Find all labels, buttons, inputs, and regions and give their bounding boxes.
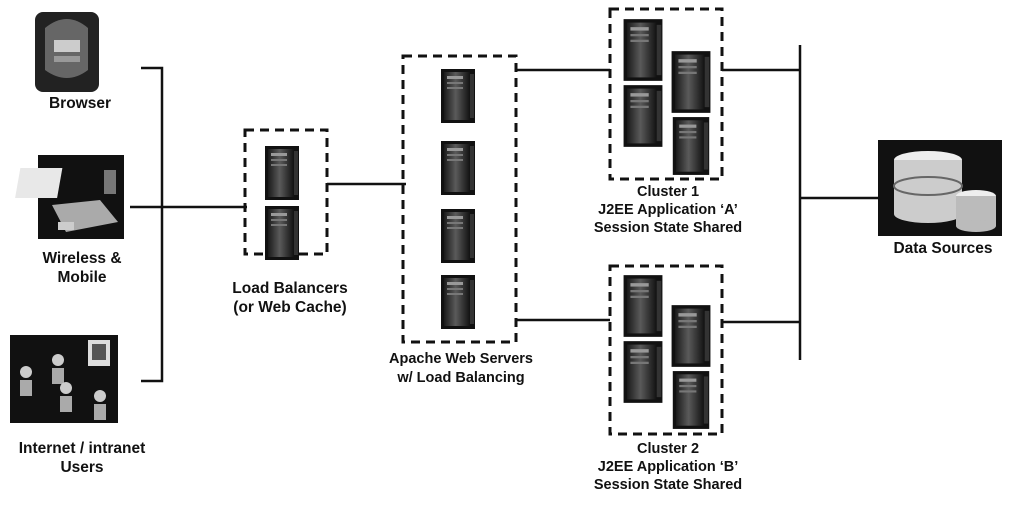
web-servers-label-line2: w/ Load Balancing [397, 370, 525, 386]
server-icon [623, 19, 663, 81]
cluster2-label: Cluster 2 J2EE Application ‘B’ Session S… [594, 440, 742, 494]
server-icon [623, 85, 663, 147]
wireless-label-line1: Wireless & [42, 250, 122, 267]
users-label: Internet / intranet Users [19, 439, 146, 477]
connector-lines [130, 45, 880, 383]
cluster2-servers [623, 275, 711, 429]
load-balancers-label-line1: Load Balancers [232, 280, 348, 297]
users-label-line1: Internet / intranet [18, 440, 146, 457]
users-label-line2: Users [60, 459, 104, 476]
wireless-label-line2: Mobile [57, 269, 107, 286]
cluster1-label-line2: J2EE Application ‘A’ [598, 202, 738, 218]
server-icon [441, 141, 475, 195]
server-icon [672, 371, 710, 429]
web-server-box [401, 54, 518, 344]
load-balancer-servers [265, 146, 299, 260]
server-icon [265, 206, 299, 260]
cluster2-label-line2: J2EE Application ‘B’ [597, 459, 739, 475]
cluster1-box [608, 7, 724, 181]
wireless-label: Wireless & Mobile [42, 249, 121, 287]
browser-icon [35, 12, 99, 92]
web-server-servers [441, 69, 475, 329]
browser-label: Browser [49, 94, 111, 113]
server-icon [623, 341, 663, 403]
web-servers-label: Apache Web Servers w/ Load Balancing [389, 350, 533, 388]
server-icon [623, 275, 663, 337]
server-icon [671, 305, 711, 367]
database-icon [878, 140, 1002, 236]
load-balancers-label-line2: (or Web Cache) [233, 299, 347, 316]
cluster1-servers [623, 19, 711, 175]
cluster1-label: Cluster 1 J2EE Application ‘A’ Session S… [594, 183, 742, 237]
cluster1-label-line3: Session State Shared [593, 220, 743, 236]
data-sources-label-text: Data Sources [893, 240, 993, 257]
server-icon [672, 117, 710, 175]
cluster2-box [608, 264, 724, 436]
cluster1-label-line1: Cluster 1 [636, 184, 700, 200]
server-icon [671, 51, 711, 113]
load-balancers-label: Load Balancers (or Web Cache) [232, 279, 347, 317]
users-icon [10, 335, 118, 423]
cluster2-label-line3: Session State Shared [593, 477, 743, 493]
browser-label-text: Browser [48, 95, 112, 112]
server-icon [441, 209, 475, 263]
data-sources-label: Data Sources [893, 239, 992, 258]
web-servers-label-line1: Apache Web Servers [389, 351, 533, 367]
server-icon [265, 146, 299, 200]
laptop-icon [15, 155, 124, 239]
server-icon [441, 275, 475, 329]
server-icon [441, 69, 475, 123]
client-bus [141, 66, 164, 383]
cluster2-label-line1: Cluster 2 [636, 441, 700, 457]
